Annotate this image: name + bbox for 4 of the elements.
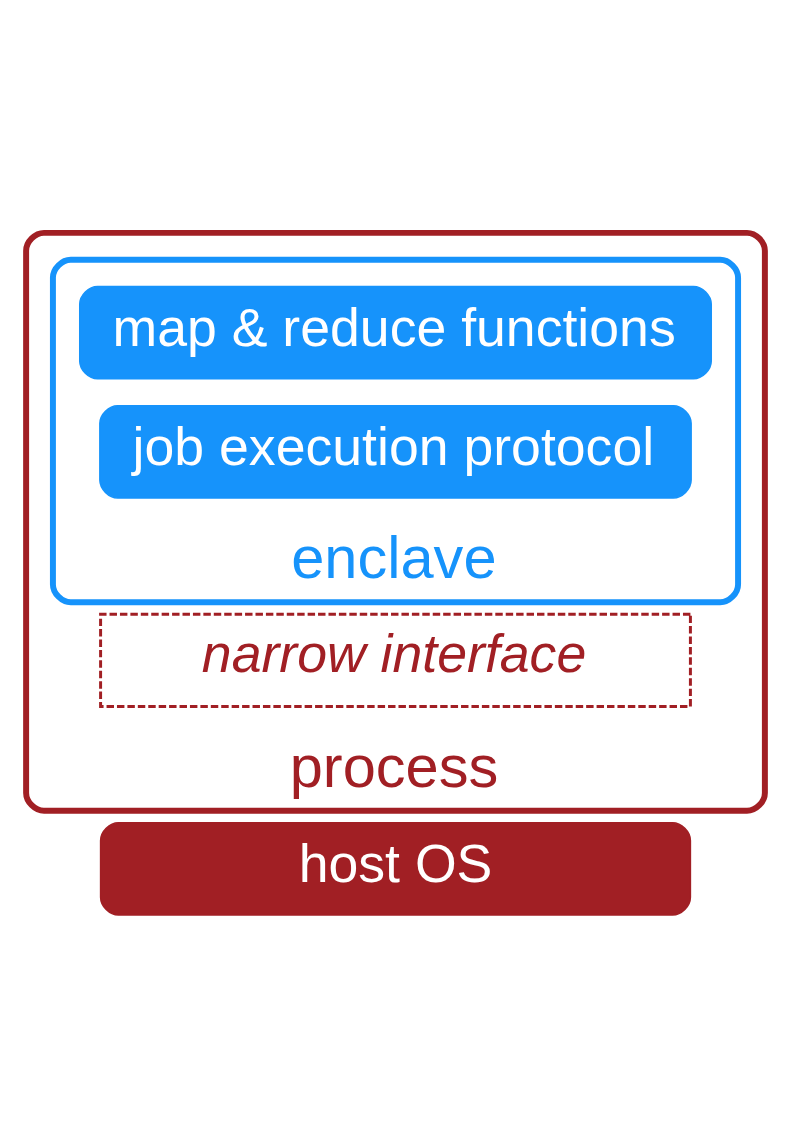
node-box: map & reduce functions xyxy=(79,285,712,380)
node-box: host OS xyxy=(99,821,692,916)
node-box: narrow interface xyxy=(99,612,692,708)
node-box: job execution protocol xyxy=(99,404,692,499)
